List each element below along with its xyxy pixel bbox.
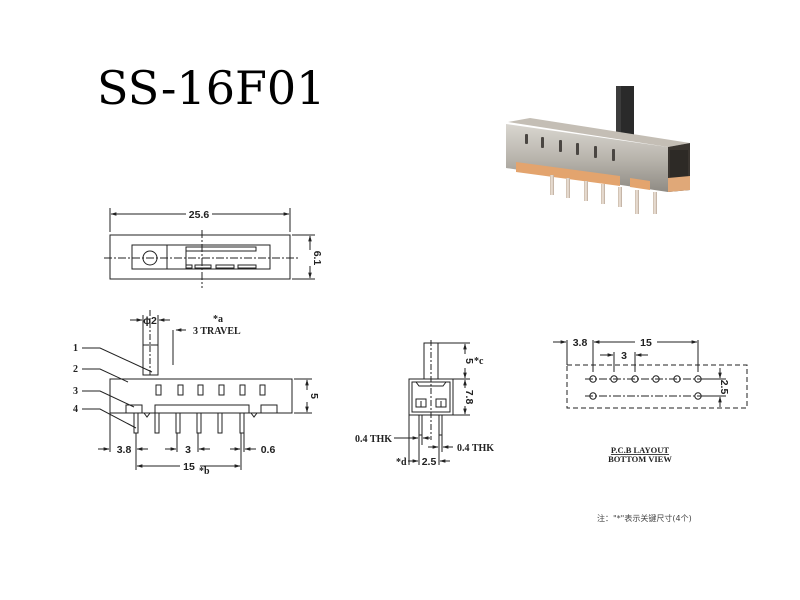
pcb-caption-line2: BOTTOM VIEW [608, 454, 672, 464]
part-number-title: SS-16F01 [97, 61, 326, 115]
end-view-drawing [394, 340, 470, 465]
side-offset-dim: 3.8 [117, 444, 132, 456]
shaft-key-marker: *c [474, 356, 484, 367]
pin-width-dim: 0.6 [261, 444, 276, 456]
thk-right-label: 0.4 THK [457, 443, 494, 454]
callout-1: 1 [73, 343, 78, 354]
top-height-dim: 6.1 [311, 251, 323, 266]
travel-label: 3 TRAVEL [193, 326, 241, 337]
key-dimension-note: 注："*"表示关键尺寸(4个) [597, 514, 692, 523]
shaft-diameter-dim: ϕ2 [143, 315, 157, 327]
top-view-drawing [104, 208, 315, 288]
callout-2: 2 [73, 364, 78, 375]
row-pitch-dim: 2.5 [422, 456, 437, 468]
side-view-drawing [82, 310, 312, 470]
pcb-span-dim: 15 [640, 337, 652, 349]
shaft-height-dim: 5 [463, 358, 475, 364]
pcb-row-dim: 2.5 [718, 380, 730, 395]
side-height-dim: 5 [308, 393, 320, 399]
pcb-layout-drawing [553, 340, 748, 409]
travel-key-marker: *a [213, 314, 223, 325]
body-height-dim: 7.8 [463, 390, 475, 405]
callout-3: 3 [73, 386, 78, 397]
row-key-marker: *d [396, 457, 407, 468]
span-key-marker: *b [199, 466, 210, 477]
side-span-dim: 15 [183, 461, 195, 473]
product-photo [506, 86, 690, 214]
callout-4: 4 [73, 404, 78, 415]
thk-left-label: 0.4 THK [355, 434, 392, 445]
pcb-caption-line1: P.C.B LAYOUT [611, 445, 670, 455]
pcb-pitch-dim: 3 [621, 350, 627, 362]
top-width-dim: 25.6 [189, 209, 210, 221]
side-pitch-dim: 3 [185, 444, 191, 456]
pcb-offset-dim: 3.8 [573, 337, 588, 349]
